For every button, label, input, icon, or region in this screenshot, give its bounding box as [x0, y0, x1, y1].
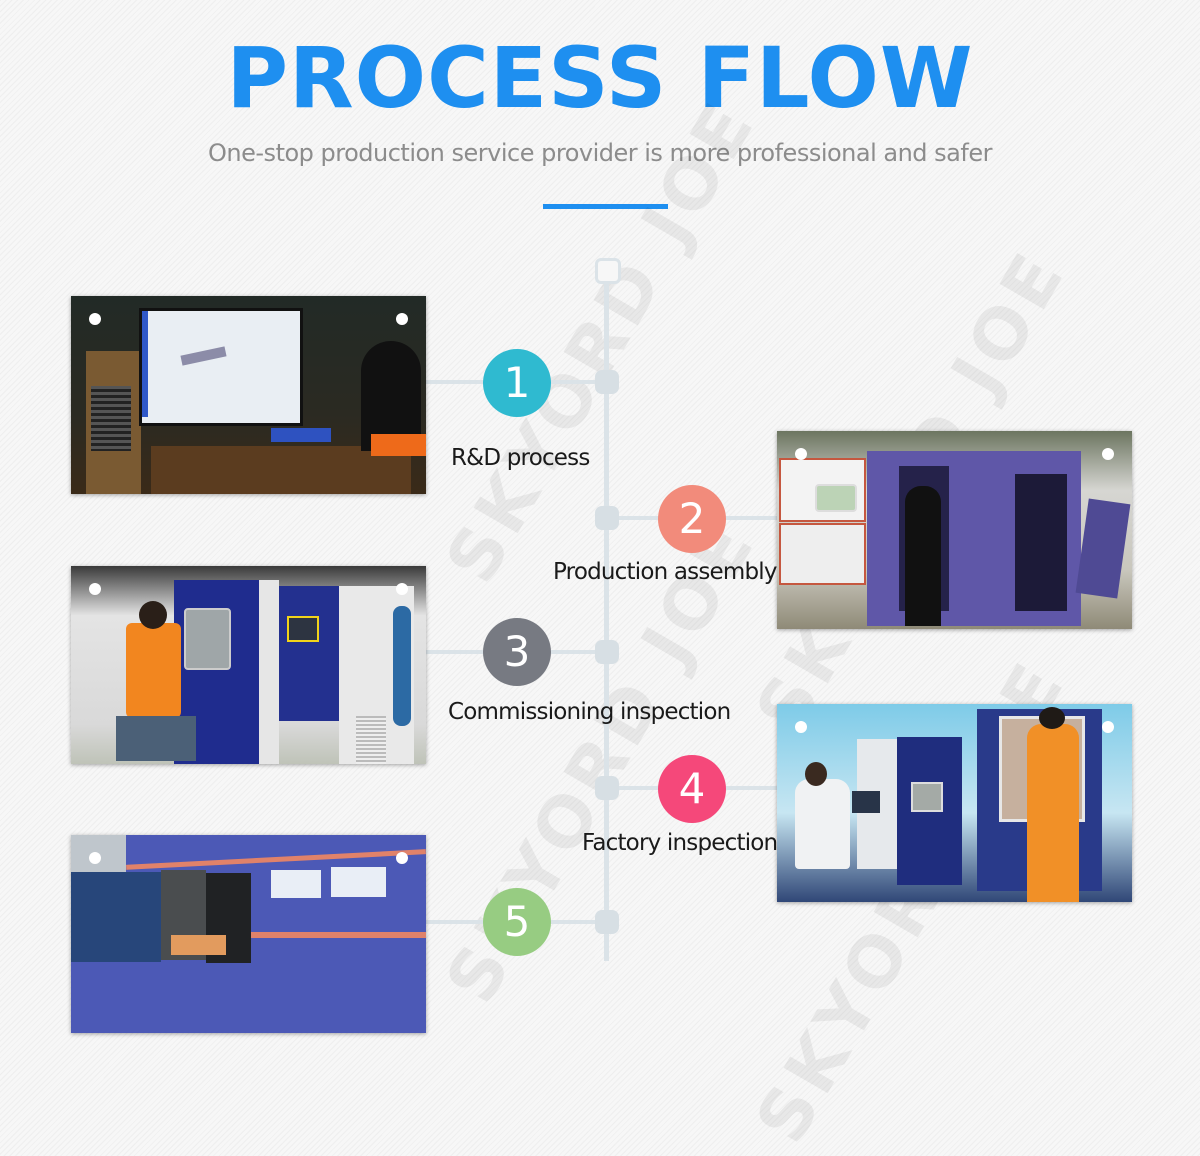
timeline-start-cap — [595, 258, 621, 284]
timeline-spine — [604, 281, 609, 961]
step-number-badge: 3 — [483, 618, 551, 686]
timeline-node — [595, 506, 619, 530]
photo-pin — [89, 583, 101, 595]
photo-pin — [396, 583, 408, 595]
title-underline — [543, 204, 668, 209]
timeline-node — [595, 910, 619, 934]
step-label: R&D process — [451, 445, 590, 471]
photo-pin — [1102, 721, 1114, 733]
step-number-badge: 2 — [658, 485, 726, 553]
photo-pin — [396, 852, 408, 864]
photo-pin — [1102, 448, 1114, 460]
photo-pin — [795, 448, 807, 460]
timeline-node — [595, 776, 619, 800]
photo-shipping — [71, 835, 426, 1033]
photo-rd-process — [71, 296, 426, 494]
step-label: Production assembly — [553, 559, 778, 585]
photo-pin — [396, 313, 408, 325]
step-photo — [71, 296, 426, 494]
photo-pin — [795, 721, 807, 733]
step-photo — [71, 835, 426, 1033]
step-label: Factory inspection — [582, 830, 778, 856]
timeline-node — [595, 640, 619, 664]
step-number-badge: 5 — [483, 888, 551, 956]
timeline-node — [595, 370, 619, 394]
photo-pin — [89, 313, 101, 325]
step-photo — [777, 704, 1132, 902]
step-photo — [71, 566, 426, 764]
step-number-badge: 1 — [483, 349, 551, 417]
step-label: Commissioning inspection — [448, 699, 731, 725]
photo-commissioning-inspection — [71, 566, 426, 764]
photo-factory-inspection — [777, 704, 1132, 902]
photo-production-assembly — [777, 431, 1132, 629]
step-number-badge: 4 — [658, 755, 726, 823]
photo-pin — [89, 852, 101, 864]
page-subtitle: One-stop production service provider is … — [208, 139, 992, 167]
step-photo — [777, 431, 1132, 629]
page-title: PROCESS FLOW — [226, 29, 974, 127]
